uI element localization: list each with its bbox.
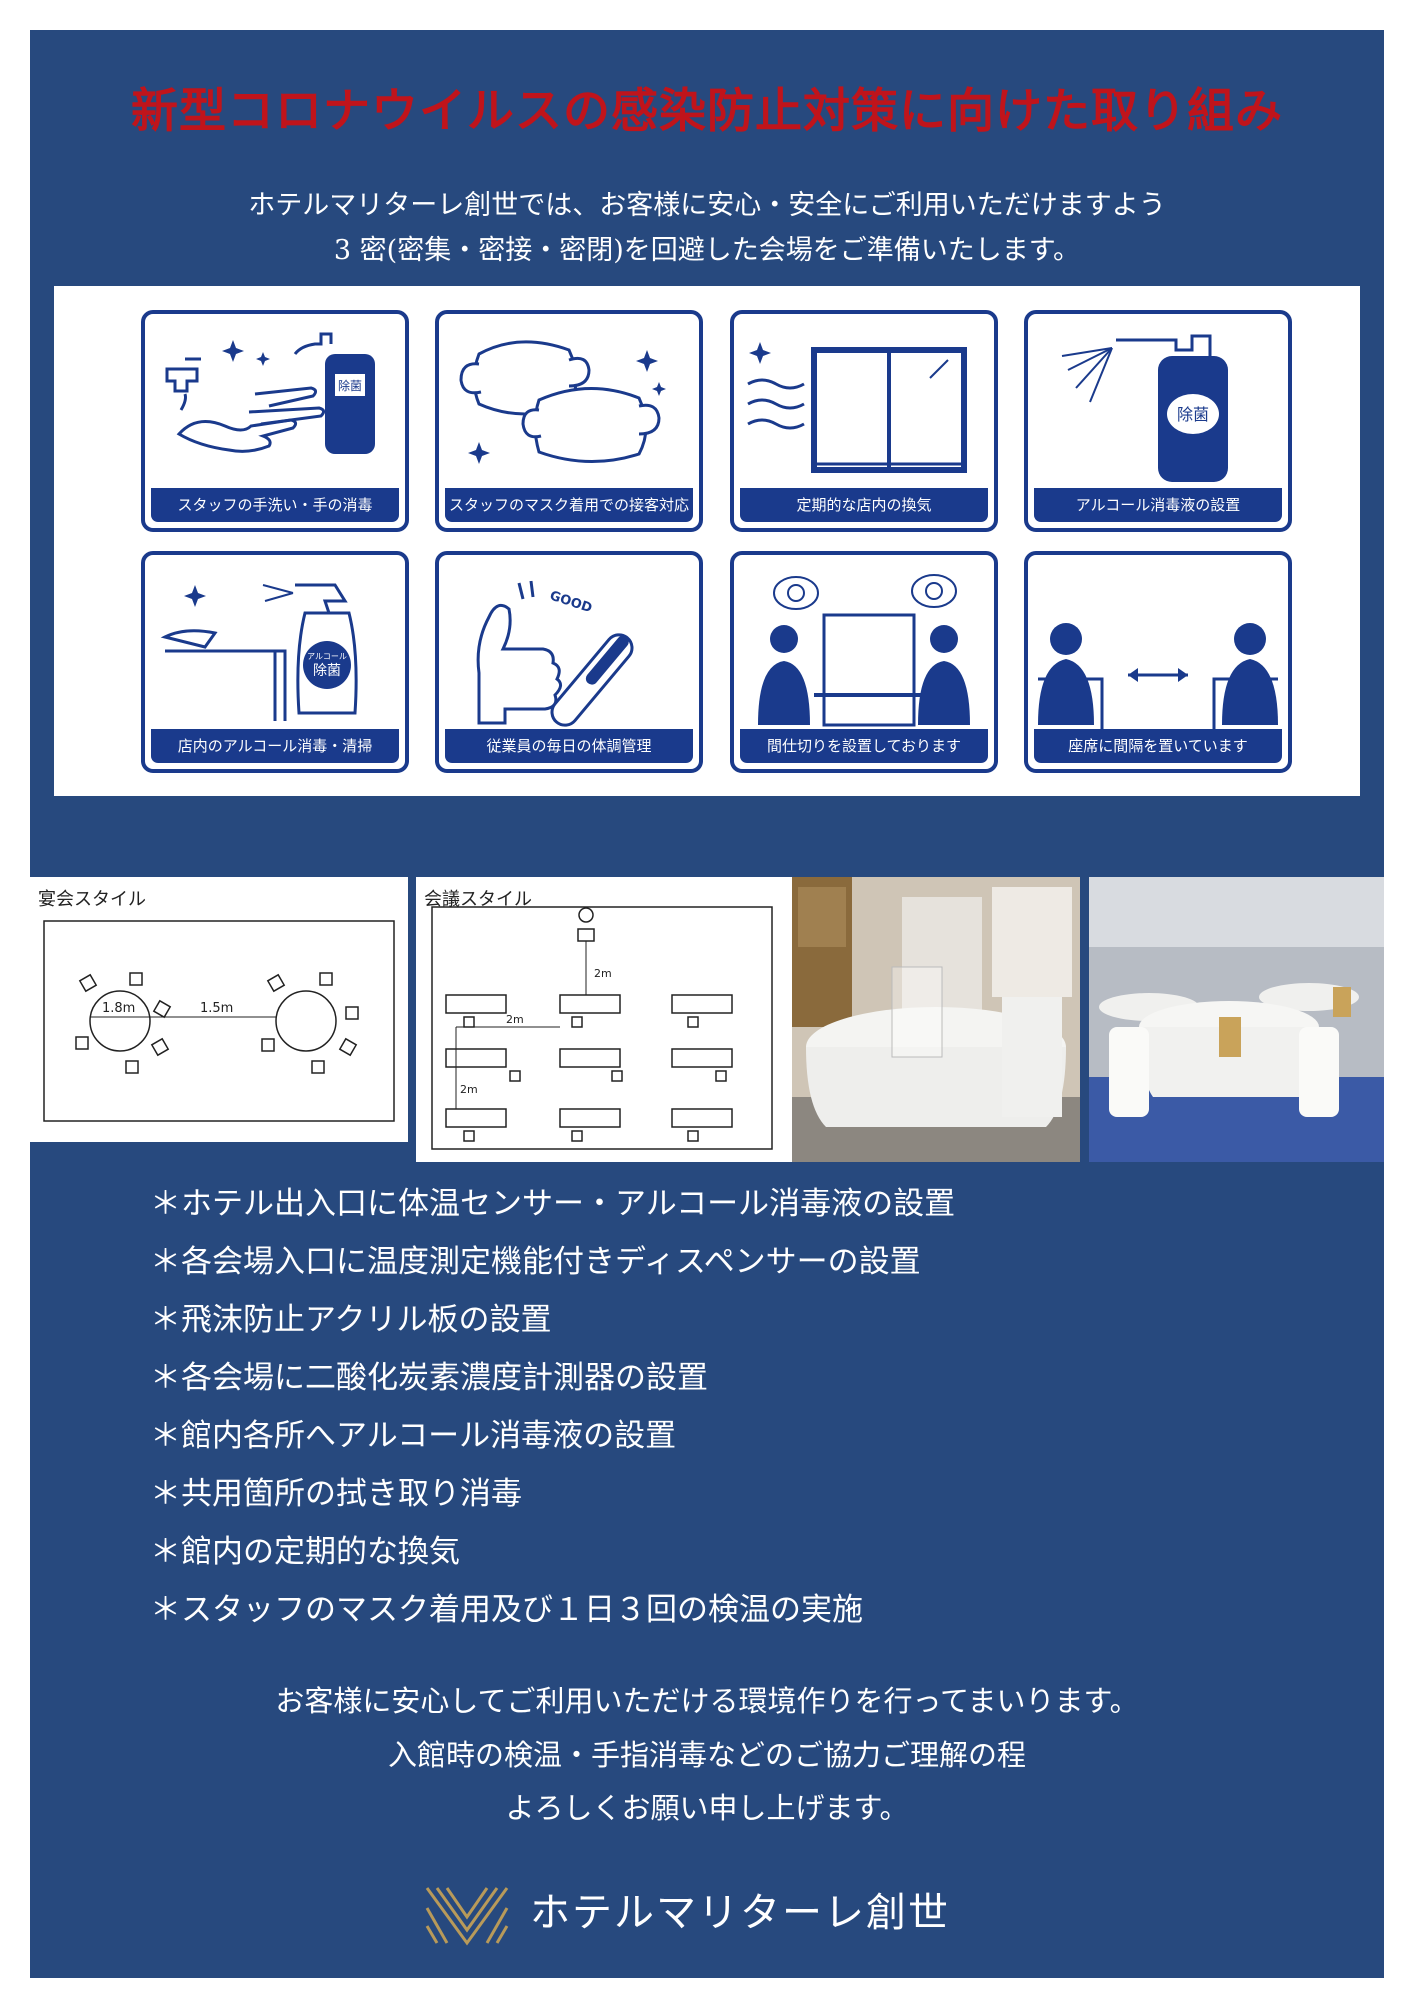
card-label: スタッフのマスク着用での接客対応 [445,488,693,522]
list-item: ＊飛沫防止アクリル板の設置 [150,1302,552,1338]
sanitizer-bottle-icon: 除菌 [1061,334,1228,482]
meeting-layout-title: 会議スタイル [424,889,532,910]
card-label: 座席に間隔を置いています [1034,729,1282,763]
hotel-name: ホテルマリターレ創世 [530,1890,950,1936]
list-item: ＊スタッフのマスク着用及び１日３回の検温の実施 [150,1592,863,1628]
distance-label: 2m [506,1013,524,1026]
distance-label: 2m [460,1083,478,1096]
bottle-label: 除菌 [1177,405,1209,424]
card-label: 従業員の毎日の体調管理 [445,729,693,763]
list-item: ＊各会場入口に温度測定機能付きディスペンサーの設置 [150,1244,921,1280]
handwashing-icon: 除菌 [165,332,375,454]
card-partition: 間仕切りを設置しております [730,551,998,773]
card-handwashing: 除菌 スタッフの手洗い・手の消毒 [141,310,409,532]
window-ventilation-icon [747,342,967,473]
measures-list: ＊ホテル出入口に体温センサー・アルコール消毒液の設置 ＊各会場入口に温度測定機能… [150,1175,955,1639]
banquet-layout-diagram: 宴会スタイル 1.8m 1.5m [30,877,408,1142]
banquet-layout-title: 宴会スタイル [38,889,146,910]
list-item: ＊共用箇所の拭き取り消毒 [150,1476,522,1512]
partition-icon [758,574,970,727]
card-label: 間仕切りを設置しております [740,729,988,763]
card-label: 店内のアルコール消毒・清掃 [151,729,399,763]
card-ventilation: 定期的な店内の換気 [730,310,998,532]
intro-line-2: 3 密(密集・密接・密閉)を回避した会場をご準備いたします。 [333,235,1081,266]
list-item: ＊各会場に二酸化炭素濃度計測器の設置 [150,1360,708,1396]
list-item: ＊ホテル出入口に体温センサー・アルコール消毒液の設置 [150,1186,956,1222]
distance-seating-icon [1038,623,1278,729]
poster: 新型コロナウイルスの感染防止対策に向けた取り組み ホテルマリターレ創世では、お客… [30,30,1384,1978]
photo-banquet-hall [1089,877,1384,1162]
closing-line-1: お客様に安心してご利用いただける環境作りを行ってまいります。 [275,1684,1139,1718]
intro-line-1: ホテルマリターレ創世では、お客様に安心・安全にご利用いただけますよう [248,190,1166,221]
distance-label: 1.8m [102,1001,135,1016]
card-mask: スタッフのマスク着用での接客対応 [435,310,703,532]
list-item: ＊館内の定期的な換気 [150,1534,460,1570]
meeting-layout-diagram: 会議スタイル 2m [416,877,796,1162]
card-sanitizer: 除菌 アルコール消毒液の設置 [1024,310,1292,532]
distance-label: 2m [594,967,612,980]
card-health-check: GOOD 従業員の毎日の体調管理 [435,551,703,773]
hotel-logo-icon [425,1887,509,1946]
closing-line-3: よろしくお願い申し上げます。 [505,1791,909,1825]
good-text: GOOD [548,589,594,617]
distance-label: 1.5m [200,1001,233,1016]
closing-line-2: 入館時の検温・手指消毒などのご協力ご理解の程 [387,1738,1026,1772]
measures-icon-panel: 除菌 スタッフの手洗い・手の消毒 スタッフの [54,286,1360,796]
card-distance: 座席に間隔を置いています [1024,551,1292,773]
page-title: 新型コロナウイルスの感染防止対策に向けた取り組み [131,84,1283,139]
list-item: ＊館内各所へアルコール消毒液の設置 [150,1418,677,1454]
card-label: 定期的な店内の換気 [740,488,988,522]
spray-cleaning-icon: アルコール 除菌 [160,583,358,721]
mask-icon [459,340,666,464]
thumbs-up-thermometer-icon: GOOD [476,580,634,727]
card-cleaning: アルコール 除菌 店内のアルコール消毒・清掃 [141,551,409,773]
card-label: アルコール消毒液の設置 [1034,488,1282,522]
photo-partition-table [792,877,1080,1162]
bottle-small-label: アルコール [307,652,347,661]
card-label: スタッフの手洗い・手の消毒 [151,488,399,522]
bottle-label: 除菌 [338,378,362,393]
bottle-label: 除菌 [313,663,341,679]
